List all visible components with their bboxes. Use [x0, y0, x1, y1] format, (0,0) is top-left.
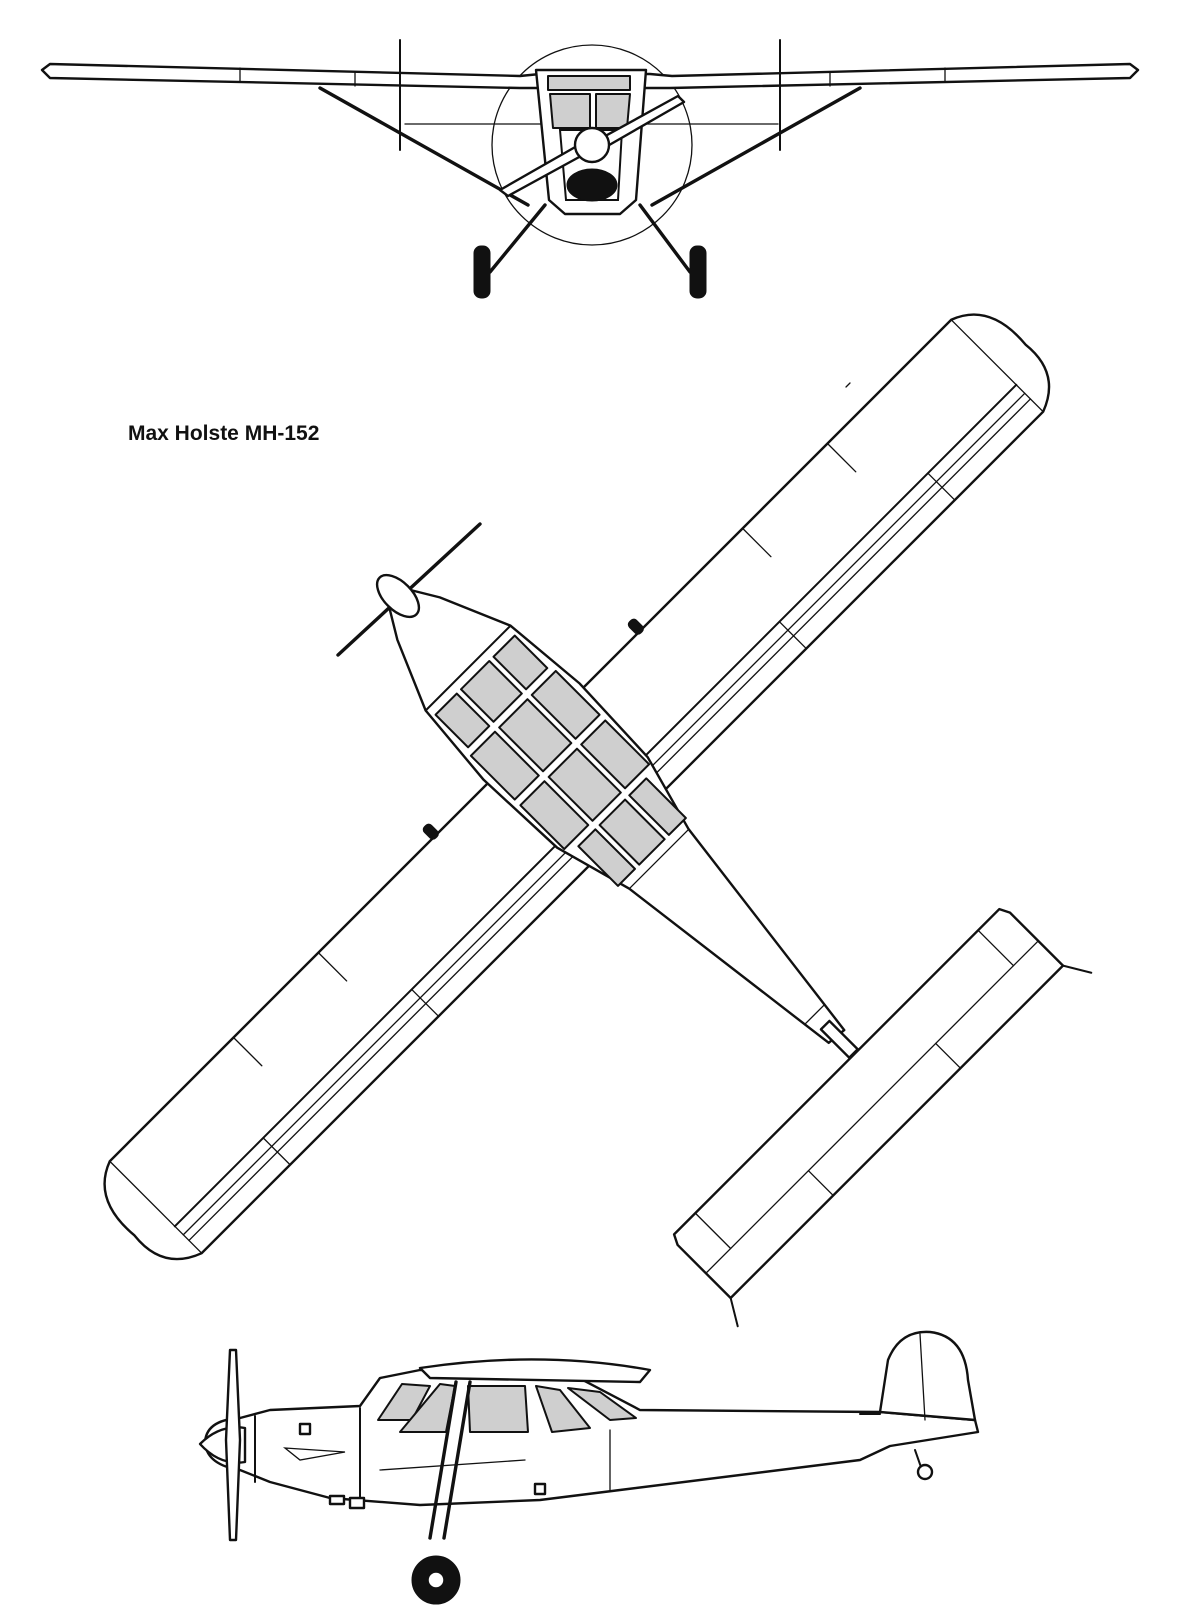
aircraft-title: Max Holste MH-152	[128, 422, 320, 445]
left-wing-strut	[318, 86, 530, 207]
side-propeller	[224, 1348, 242, 1542]
spinner	[573, 126, 611, 164]
plan-tailplane	[672, 907, 1093, 1328]
plan-spinner	[375, 573, 421, 619]
top-view	[103, 313, 1093, 1328]
right-wing-strut	[650, 86, 862, 207]
side-fuselage	[203, 1366, 980, 1507]
propeller-disc	[491, 44, 693, 246]
right-main-gear-leg	[638, 203, 692, 274]
front-view	[40, 39, 1140, 299]
plan-fuselage	[387, 587, 859, 1059]
side-view	[198, 1330, 980, 1605]
side-main-gear-leg	[428, 1380, 458, 1540]
cabin-roof-glazing	[434, 634, 687, 887]
left-main-gear-leg	[488, 203, 547, 274]
right-wheel	[689, 245, 707, 299]
left-wheel	[473, 245, 491, 299]
tail-wheel	[916, 1463, 934, 1481]
side-fin-rudder	[878, 1330, 977, 1422]
